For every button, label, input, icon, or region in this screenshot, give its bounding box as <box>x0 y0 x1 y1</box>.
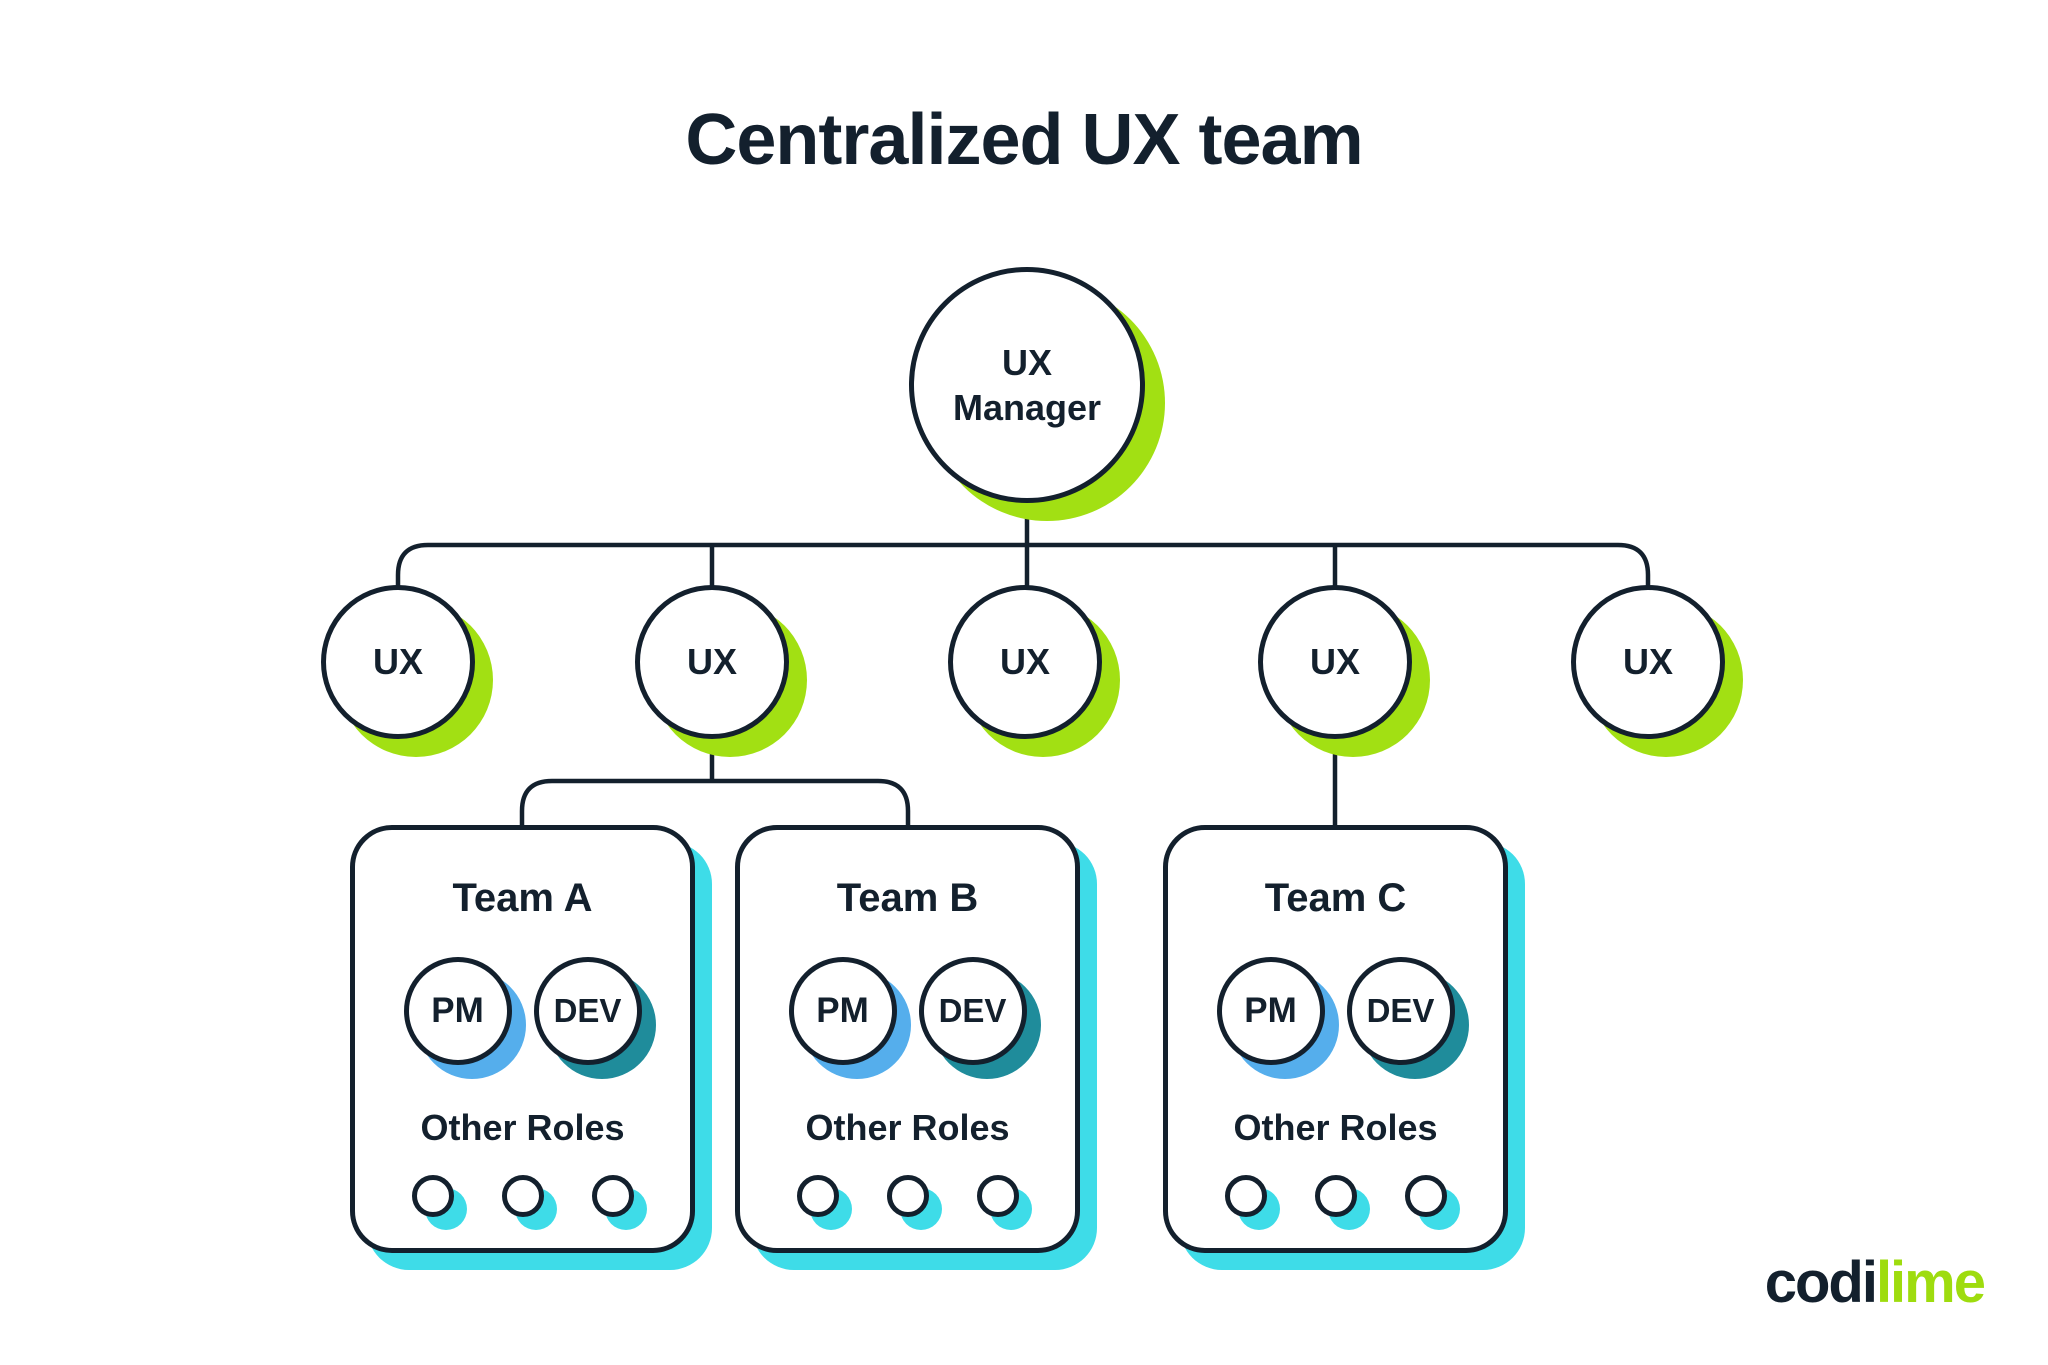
team-c-title: Team C <box>1264 876 1407 920</box>
team-b-pm-node: PM <box>788 957 897 1065</box>
team-card-a: Team A PM DEV Other Roles <box>350 825 695 1253</box>
node-ux-1: UX <box>321 585 475 739</box>
team-c-dev-label: DEV <box>1366 992 1435 1029</box>
connector-team-ab-bracket <box>519 778 911 827</box>
node-ux-2: UX <box>635 585 789 739</box>
role-dot <box>591 1175 634 1217</box>
role-dot <box>501 1175 544 1217</box>
team-b-dev-label: DEV <box>938 992 1007 1029</box>
node-ux-3: UX <box>948 585 1102 739</box>
team-c-members: PM DEV <box>1216 957 1455 1065</box>
role-dot <box>1224 1175 1267 1217</box>
team-c-pm-label: PM <box>1244 991 1297 1030</box>
role-dot <box>1404 1175 1447 1217</box>
codilime-logo-lime-part: lime <box>1875 1250 1986 1315</box>
team-b-other-roles-label: Other Roles <box>805 1107 1010 1148</box>
team-c-other-roles-dots <box>1224 1175 1447 1217</box>
role-dot <box>886 1175 929 1217</box>
team-c-other-roles-label: Other Roles <box>1233 1107 1438 1148</box>
team-card-b: Team B PM DEV Other Roles <box>735 825 1080 1253</box>
node-ux-manager-label: UX Manager <box>952 342 1102 428</box>
node-ux-manager: UX Manager <box>909 267 1145 503</box>
role-dot <box>411 1175 454 1217</box>
team-a-dev-node: DEV <box>533 957 642 1065</box>
team-b-other-roles-dots <box>796 1175 1019 1217</box>
team-card-c: Team C PM DEV Other Roles <box>1163 825 1508 1253</box>
node-ux-1-label: UX <box>372 641 423 682</box>
role-dot <box>1314 1175 1357 1217</box>
team-b-members: PM DEV <box>788 957 1027 1065</box>
team-a-pm-node: PM <box>403 957 512 1065</box>
connector-level1-bar <box>395 542 1651 592</box>
node-ux-5: UX <box>1571 585 1725 739</box>
node-ux-3-label: UX <box>999 641 1050 682</box>
team-c-dev-node: DEV <box>1346 957 1455 1065</box>
team-a-other-roles-label: Other Roles <box>420 1107 625 1148</box>
codilime-logo-dark-part: codi <box>1764 1250 1878 1315</box>
team-a-pm-label: PM <box>431 991 484 1030</box>
node-ux-4: UX <box>1258 585 1412 739</box>
team-a-other-roles-dots <box>411 1175 634 1217</box>
codilime-logo: codilime <box>1765 1254 1986 1312</box>
node-ux-4-label: UX <box>1309 641 1360 682</box>
team-b-pm-label: PM <box>816 991 869 1030</box>
team-a-title: Team A <box>452 876 593 920</box>
team-a-members: PM DEV <box>403 957 642 1065</box>
team-b-title: Team B <box>836 876 979 920</box>
role-dot <box>796 1175 839 1217</box>
node-ux-2-label: UX <box>686 641 737 682</box>
page-title: Centralized UX team <box>685 100 1363 180</box>
role-dot <box>976 1175 1019 1217</box>
team-c-pm-node: PM <box>1216 957 1325 1065</box>
node-ux-5-label: UX <box>1622 641 1673 682</box>
team-b-dev-node: DEV <box>918 957 1027 1065</box>
team-a-dev-label: DEV <box>553 992 622 1029</box>
